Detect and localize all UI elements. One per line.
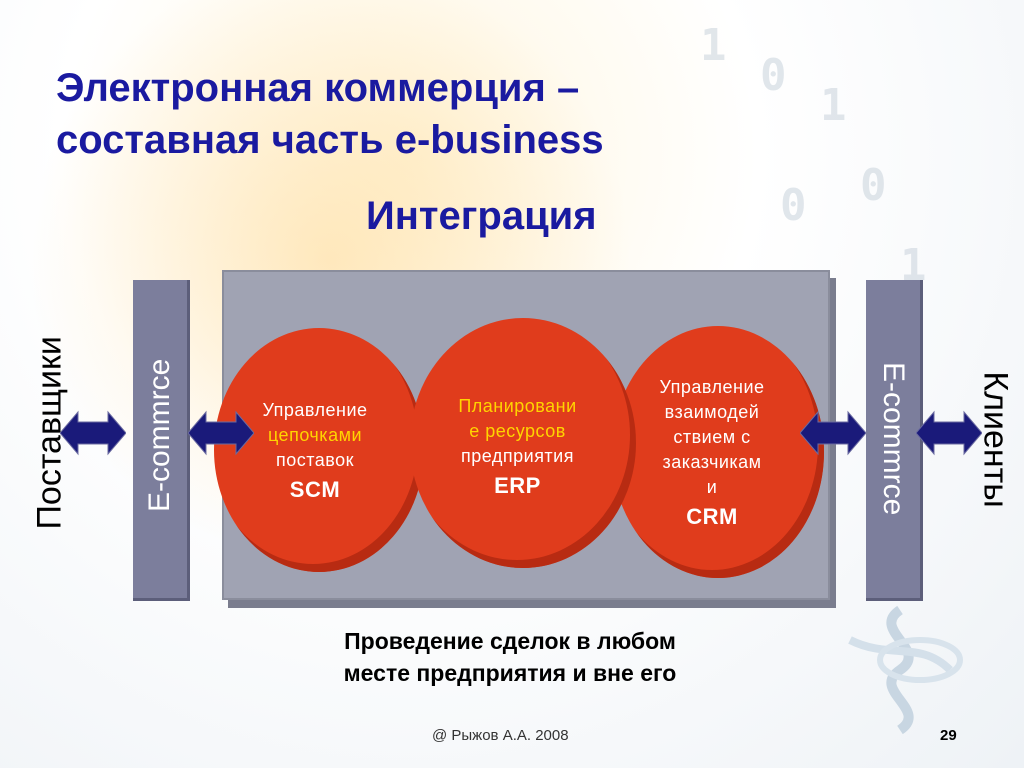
- slide-title: Электронная коммерция – составная часть …: [56, 66, 604, 162]
- decor-digits: 1: [700, 20, 727, 71]
- circle-scm-text: Управление цепочками поставок SCM: [240, 398, 390, 502]
- slide-caption: Проведение сделок в любом месте предприя…: [270, 625, 750, 689]
- circle-erp-text: Планировани е ресурсов предприятия ERP: [435, 394, 600, 498]
- footer-copyright: @ Рыжов А.А. 2008: [432, 727, 569, 744]
- decor-digits: 1: [820, 80, 847, 131]
- caption-line1: Проведение сделок в любом: [344, 628, 676, 654]
- crm-acronym: CRM: [686, 504, 738, 529]
- crm-line1: Управление: [659, 377, 765, 397]
- ecommerce-bar-left: [133, 280, 190, 601]
- crm-line5: и: [706, 477, 718, 497]
- scm-line3: поставок: [275, 450, 355, 470]
- double-arrow-icon: [916, 410, 982, 456]
- caduceus-logo-icon: [848, 605, 963, 735]
- circle-crm: [612, 326, 824, 578]
- page-number: 29: [940, 727, 957, 744]
- scm-line2: цепочками: [267, 425, 363, 445]
- circle-scm: [214, 328, 424, 572]
- double-arrow-icon: [800, 410, 866, 456]
- decor-digits: 0: [860, 160, 887, 211]
- erp-line3: предприятия: [461, 446, 574, 466]
- erp-line2: е ресурсов: [469, 421, 566, 441]
- decor-digits: 0: [760, 50, 787, 101]
- crm-line4: заказчикам: [662, 452, 762, 472]
- circle-crm-text: Управление взаимодей ствием с заказчикам…: [637, 375, 787, 529]
- erp-line1: Планировани: [458, 396, 577, 416]
- circle-erp: [410, 318, 636, 568]
- scm-line1: Управление: [262, 400, 368, 420]
- ecommerce-bar-right-label: E-commrce: [877, 362, 910, 516]
- double-arrow-icon: [60, 410, 126, 456]
- erp-acronym: ERP: [494, 473, 541, 498]
- ecommerce-bar-right: [866, 280, 923, 601]
- double-arrow-icon: [188, 410, 254, 456]
- crm-line2: взаимодей: [664, 402, 760, 422]
- ecommerce-bar-left-label: E-commrce: [143, 358, 176, 512]
- slide-subtitle: Интеграция: [366, 194, 597, 238]
- decor-digits: 0: [780, 180, 807, 231]
- caption-line2: месте предприятия и вне его: [343, 660, 677, 686]
- crm-line3: ствием с: [673, 427, 751, 447]
- scm-acronym: SCM: [289, 477, 341, 502]
